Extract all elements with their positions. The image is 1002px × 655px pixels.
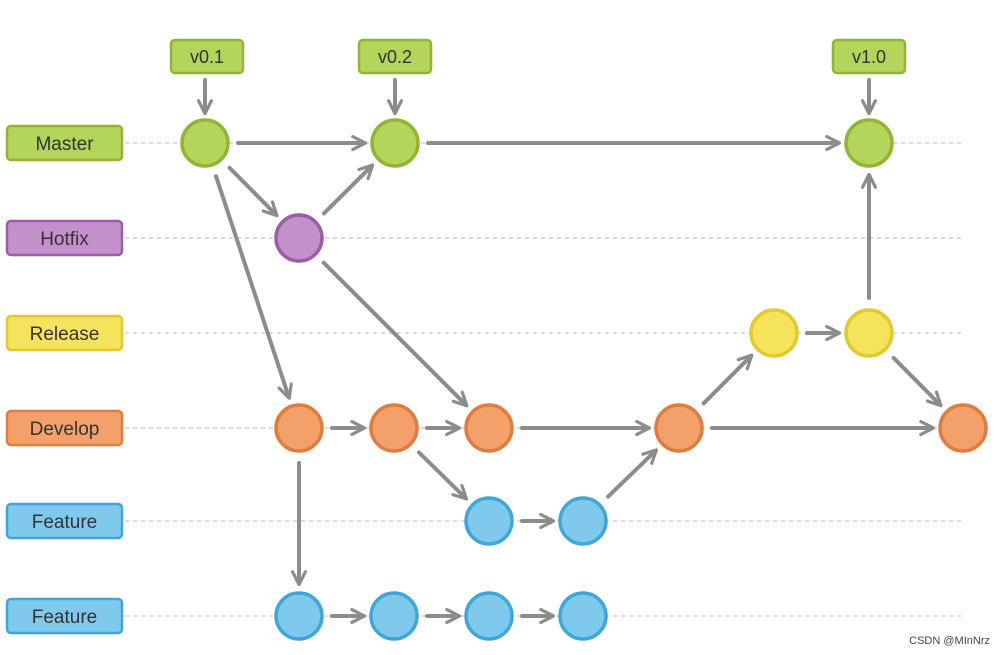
- lane-label-box: [5, 124, 124, 162]
- lane-label-feature: Feature: [5, 502, 124, 540]
- arrow-h1-to-m2: [321, 163, 375, 216]
- feature-commit-icon: [464, 591, 514, 641]
- lane-label-develop: Develop: [5, 409, 124, 447]
- lane-label-text: Hotfix: [40, 229, 89, 250]
- version-tag: v0.2: [357, 38, 433, 75]
- feature-commit-icon: [274, 591, 324, 641]
- release-commit-icon: [749, 308, 799, 358]
- master-commit-icon: [844, 118, 894, 168]
- version-tag-box: [357, 38, 433, 75]
- arrow-d2-to-fa1: [417, 450, 469, 501]
- lane-label-text: Master: [35, 134, 94, 155]
- lane-label-feature: Feature: [5, 597, 124, 635]
- develop-commit-icon: [274, 403, 324, 453]
- version-tag-text: v0.1: [190, 47, 224, 67]
- feature-commit-icon: [369, 591, 419, 641]
- lane-lines: [125, 142, 965, 617]
- version-tag-box: [169, 38, 245, 75]
- lane-label-text: Develop: [30, 419, 100, 440]
- arrow-d4-to-r1: [701, 353, 754, 406]
- lane-label-box: [5, 597, 124, 635]
- lane-label-box: [5, 502, 124, 540]
- release-commit-icon: [844, 308, 894, 358]
- lane-label-text: Feature: [32, 512, 97, 533]
- feature-commit-icon: [464, 496, 514, 546]
- arrow-h1-to-d3: [321, 260, 469, 408]
- version-tag-text: v0.2: [378, 47, 412, 67]
- develop-commit-icon: [464, 403, 514, 453]
- version-tag: v0.1: [169, 38, 245, 75]
- develop-commit-icon: [369, 403, 419, 453]
- watermark: CSDN @MInNrz: [909, 635, 990, 647]
- lane-label-box: [5, 409, 124, 447]
- hotfix-commit-icon: [274, 213, 324, 263]
- develop-commit-icon: [938, 403, 988, 453]
- master-commit-icon: [370, 118, 420, 168]
- lane-label-text: Release: [30, 324, 100, 345]
- arrow-m1-to-d1: [214, 174, 293, 400]
- version-tag-text: v1.0: [852, 47, 886, 67]
- feature-commit-icon: [558, 496, 608, 546]
- version-tags: v0.1 v0.2 v1.0: [169, 38, 907, 75]
- lane-label-box: [5, 219, 124, 257]
- lane-label-master: Master: [5, 124, 124, 162]
- arrow-r2-to-d5: [891, 355, 943, 408]
- edges: [197, 78, 943, 624]
- develop-commit-icon: [654, 403, 704, 453]
- version-tag: v1.0: [831, 38, 907, 75]
- lane-label-hotfix: Hotfix: [5, 219, 124, 257]
- version-tag-box: [831, 38, 907, 75]
- arrow-m1-to-h1: [227, 165, 279, 218]
- feature-commit-icon: [558, 591, 608, 641]
- arrow-fa2-to-d4: [606, 448, 659, 499]
- lane-labels: Master Hotfix Release Develop Feature Fe…: [5, 124, 124, 635]
- master-commit-icon: [180, 118, 230, 168]
- commit-nodes: [180, 118, 988, 641]
- lane-label-release: Release: [5, 314, 124, 352]
- lane-label-box: [5, 314, 124, 352]
- lane-label-text: Feature: [32, 607, 97, 628]
